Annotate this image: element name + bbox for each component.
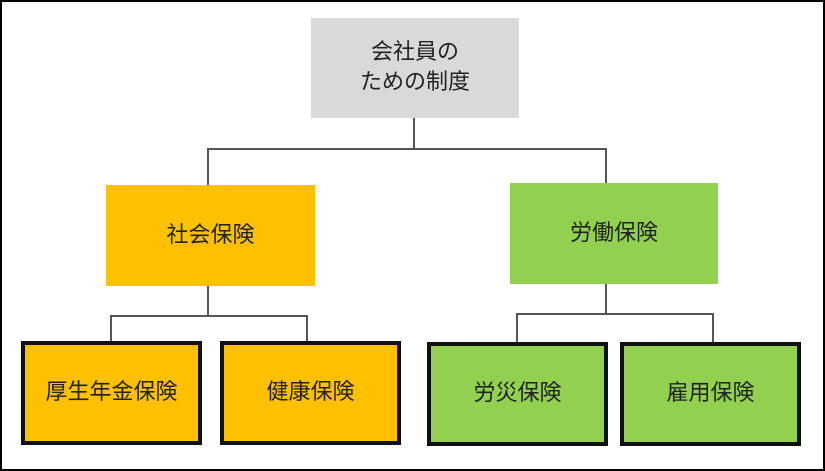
connector-left-vertical xyxy=(207,286,209,316)
connector-root-vertical xyxy=(413,118,415,149)
connector-right-child1-drop xyxy=(516,313,518,342)
connector-right-drop xyxy=(605,148,607,183)
connector-right-vertical xyxy=(605,284,607,314)
root-node: 会社員の ための制度 xyxy=(311,18,519,118)
root-node-label: 会社員の ための制度 xyxy=(359,40,470,95)
labor-insurance-node: 労働保険 xyxy=(510,183,718,284)
employment-insurance-label: 雇用保険 xyxy=(666,381,755,406)
social-insurance-label: 社会保険 xyxy=(166,222,255,248)
labor-insurance-label: 労働保険 xyxy=(569,220,658,246)
connector-top-horizontal xyxy=(207,148,607,150)
workers-comp-insurance-node: 労災保険 xyxy=(427,342,608,446)
workers-comp-insurance-label: 労災保険 xyxy=(473,381,562,406)
pension-insurance-node: 厚生年金保険 xyxy=(21,341,202,445)
pension-insurance-label: 厚生年金保険 xyxy=(45,380,178,405)
health-insurance-label: 健康保険 xyxy=(266,380,355,405)
employment-insurance-node: 雇用保険 xyxy=(620,342,801,446)
social-insurance-node: 社会保険 xyxy=(106,185,315,286)
connector-right-child2-drop xyxy=(712,313,714,342)
connector-left-child1-drop xyxy=(110,315,112,341)
connector-left-drop xyxy=(207,148,209,185)
connector-right-horizontal xyxy=(516,313,714,315)
health-insurance-node: 健康保険 xyxy=(220,341,401,445)
connector-left-child2-drop xyxy=(306,315,308,341)
connector-left-horizontal xyxy=(110,315,308,317)
